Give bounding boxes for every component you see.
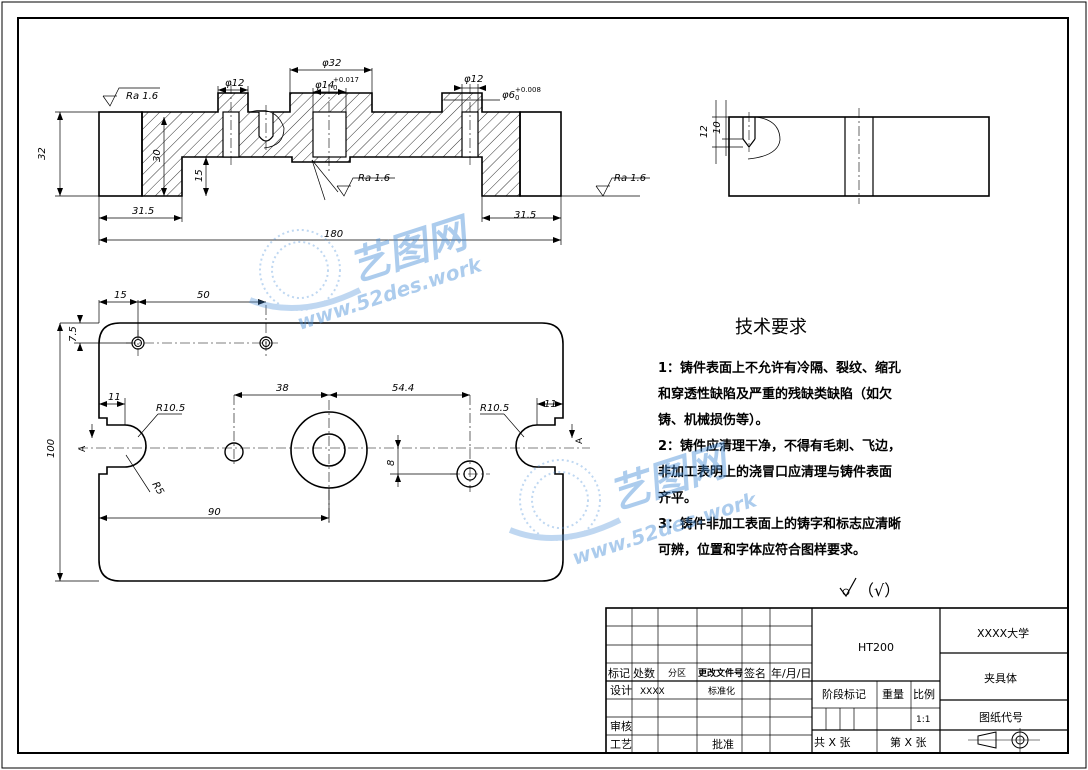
side-view — [712, 100, 990, 204]
dim-phi14: φ14 — [315, 80, 334, 91]
tb-sign: 签名 — [744, 666, 766, 680]
dim-r10-5-left: R10.5 — [156, 403, 185, 414]
projection-symbol-icon — [977, 731, 997, 749]
dim-w54-4: 54.4 — [392, 383, 414, 394]
dim-top-50: 50 — [197, 290, 210, 301]
tb-change-doc: 更改文件号 — [698, 667, 743, 679]
section-mark-a-right: A — [575, 437, 585, 444]
inner-border — [17, 17, 1069, 754]
dim-w11-left: 11 — [108, 392, 121, 403]
dim-w90: 90 — [208, 507, 221, 518]
dim-r10-5-right: R10.5 — [480, 403, 509, 414]
tb-university: XXXX大学 — [977, 626, 1029, 640]
tech-req-title: 技术要求 — [735, 317, 807, 338]
tb-weight: 重量 — [882, 687, 904, 701]
tb-material: HT200 — [858, 641, 894, 654]
tb-scale: 1:1 — [916, 715, 930, 725]
front-section-view — [98, 84, 562, 197]
dim-phi12-right: φ12 — [464, 74, 483, 85]
dim-180: 180 — [324, 229, 343, 240]
tb-designer: XXXX — [640, 687, 665, 697]
tech-req-line-2: 和穿透性缺陷及严重的残缺类缺陷（如欠 — [658, 386, 892, 402]
ra-left: Ra 1.6 — [126, 91, 158, 102]
dim-h30: 30 — [152, 149, 163, 162]
tb-drawing-code: 图纸代号 — [979, 711, 1023, 724]
tb-process: 工艺 — [610, 738, 632, 751]
section-mark-a-left: A — [78, 445, 88, 452]
dim-h32: 32 — [37, 147, 48, 160]
title-block — [605, 607, 1069, 754]
dim-top-7-5: 7.5 — [68, 326, 79, 342]
front-view-dimensions — [55, 67, 650, 245]
dim-w11-right: 11 — [544, 399, 557, 410]
top-view-dim-text: 15 50 7.5 100 11 R10.5 38 54.4 R10.5 11 … — [46, 290, 585, 518]
tech-req-line-4: 2：铸件应清理干净，不得有毛刺、飞边， — [658, 438, 901, 454]
dim-phi6-tol: +0.008 — [515, 86, 541, 94]
tb-scale-label: 比例 — [913, 687, 935, 701]
dim-side-12: 12 — [699, 125, 710, 138]
dim-r5: R5 — [149, 480, 165, 497]
tech-req-line-8: 可辨，位置和字体应符合图样要求。 — [658, 542, 866, 558]
dim-phi14-tol: +0.017 — [333, 76, 359, 84]
dim-top-15: 15 — [114, 290, 127, 301]
tech-req-line-1: 1：铸件表面上不允许有冷隔、裂纹、缩孔 — [658, 360, 901, 376]
tb-zone: 分区 — [668, 668, 686, 679]
dim-31-5-right: 31.5 — [514, 210, 536, 221]
top-view-dimensions — [55, 299, 575, 582]
top-view-outline — [98, 322, 564, 582]
tb-date: 年/月/日 — [771, 666, 811, 680]
dim-31-5-left: 31.5 — [132, 206, 154, 217]
tech-req-line-6: 齐平。 — [658, 490, 697, 506]
dim-phi6-tol0: 0 — [515, 94, 519, 102]
tech-req-line-3: 铸、机械损伤等）。 — [658, 412, 769, 428]
dim-d8: 8 — [386, 460, 397, 466]
tb-mark: 标记 — [608, 666, 630, 680]
tb-design: 设计 — [610, 684, 632, 697]
dim-h15: 15 — [194, 169, 205, 182]
dim-h100: 100 — [46, 439, 57, 458]
tech-req-line-7: 3：铸件非加工表面上的铸字和标志应清晰 — [658, 516, 901, 532]
ra-right: Ra 1.6 — [614, 173, 646, 184]
tb-approve: 批准 — [712, 737, 734, 751]
roughness-icon — [839, 577, 857, 598]
title-block-text: HT200 XXXX大学 夹具体 图纸代号 标记 处数 分区 更改文件号 签名 … — [608, 626, 1029, 751]
tb-total: 共 X 张 — [814, 736, 851, 749]
dim-phi32: φ32 — [322, 58, 341, 69]
technical-requirements: 技术要求 1：铸件表面上不允许有冷隔、裂纹、缩孔 和穿透性缺陷及严重的残缺类缺陷… — [658, 317, 901, 600]
tb-standardize: 标准化 — [708, 685, 735, 697]
tb-review: 审核 — [610, 719, 632, 733]
top-view — [78, 305, 590, 582]
tb-part-name: 夹具体 — [984, 671, 1017, 685]
roughness-note: （√） — [858, 581, 900, 600]
tb-stage-mark: 阶段标记 — [822, 687, 866, 701]
dim-side-10: 10 — [712, 121, 723, 134]
tb-count: 处数 — [633, 667, 655, 680]
dim-phi6: φ6 — [502, 90, 515, 101]
front-view-dim-text: φ32 φ12 φ14 +0.017 0 φ12 φ6 +0.008 0 Ra … — [37, 58, 646, 240]
dim-phi12-left: φ12 — [225, 78, 244, 89]
ra-mid: Ra 1.6 — [358, 173, 390, 184]
dim-phi14-tol0: 0 — [333, 84, 337, 92]
tech-req-line-5: 非加工表明上的浇冒口应清理与铸件表面 — [658, 464, 892, 480]
dim-w38: 38 — [276, 383, 289, 394]
watermark-1: 艺图网 www.52des.work — [248, 209, 486, 335]
tb-page: 第 X 张 — [890, 735, 927, 749]
